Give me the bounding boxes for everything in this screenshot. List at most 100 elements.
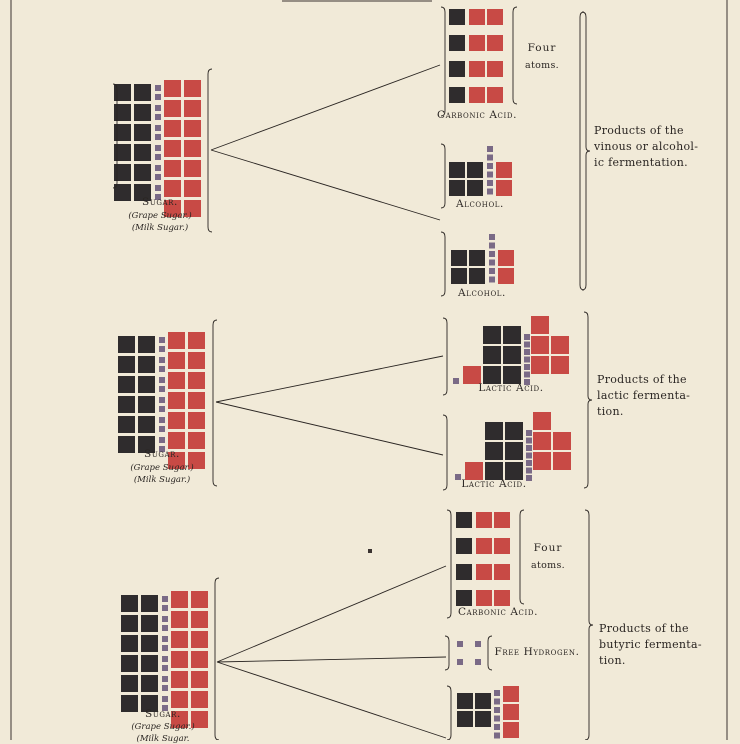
- carbon-atom: [138, 356, 155, 373]
- oxygen-atom: [553, 432, 571, 450]
- hydrogen-atom: [526, 460, 532, 466]
- oxygen-atom: [164, 140, 181, 157]
- hydrogen-atom: [159, 397, 165, 403]
- bracket-right: [207, 68, 213, 233]
- hydrogen-atom: [155, 145, 161, 151]
- carbon-atom: [141, 695, 158, 712]
- carbon-atom: [118, 396, 135, 413]
- oxygen-atom: [188, 392, 205, 409]
- hydrogen-atom: [453, 378, 459, 384]
- oxygen-atom: [469, 61, 485, 77]
- carbon-atom: [114, 184, 131, 201]
- oxygen-atom: [191, 611, 208, 628]
- carbon-atom: [118, 356, 135, 373]
- oxygen-atom: [476, 590, 492, 606]
- bracket-right: [579, 11, 585, 291]
- hydrogen-atom: [487, 146, 493, 152]
- note-line: ic fermentation.: [594, 156, 688, 169]
- carbon-atom: [141, 675, 158, 692]
- oxygen-atom: [164, 160, 181, 177]
- oxygen-atom: [171, 651, 188, 668]
- hydrogen-atom: [526, 430, 532, 436]
- hydrogen-atom: [155, 194, 161, 200]
- hydrogen-atom: [159, 426, 165, 432]
- hydrogen-atom: [494, 732, 500, 739]
- carbon-atom: [505, 462, 523, 480]
- reaction-line: [215, 401, 444, 456]
- hydrogen-atom: [489, 268, 495, 274]
- hydrogen-atom: [487, 163, 493, 169]
- oxygen-atom: [191, 691, 208, 708]
- hydrogen-atom: [155, 165, 161, 171]
- carbon-atom: [121, 595, 138, 612]
- hydrogen-atom: [526, 445, 532, 451]
- hydrogen-atom: [162, 685, 168, 691]
- hydrogen-atom: [155, 125, 161, 131]
- note-line: Products of the: [599, 622, 689, 635]
- carbon-atom: [451, 250, 467, 266]
- hydrogen-atom: [159, 357, 165, 363]
- carbon-atom: [449, 162, 465, 178]
- carbon-atom: [134, 184, 151, 201]
- oxygen-atom: [168, 452, 185, 469]
- reaction-line: [216, 656, 447, 663]
- carbon-atom: [121, 615, 138, 632]
- hydrogen-atom: [162, 616, 168, 622]
- oxygen-atom: [503, 722, 519, 738]
- carbon-atom: [503, 366, 521, 384]
- hydrogen-atom: [159, 337, 165, 343]
- carbon-atom: [138, 376, 155, 393]
- oxygen-atom: [191, 651, 208, 668]
- note-line: Products of the: [594, 124, 684, 137]
- carbon-atom: [134, 164, 151, 181]
- carbon-atom: [475, 693, 491, 709]
- carbon-atom: [505, 442, 523, 460]
- bracket-left: [444, 635, 450, 671]
- carbon-atom: [456, 512, 472, 528]
- oxygen-atom: [164, 80, 181, 97]
- sugar-sub-grape: (Grape Sugar.): [130, 463, 194, 473]
- carbon-atom: [141, 615, 158, 632]
- oxygen-atom: [168, 412, 185, 429]
- hydrogen-atom: [159, 366, 165, 372]
- bracket-right: [214, 577, 220, 740]
- oxygen-atom: [188, 452, 205, 469]
- hydrogen-atom: [489, 234, 495, 240]
- carbon-atom: [141, 655, 158, 672]
- hydrogen-atom: [524, 379, 530, 385]
- bracket-left: [446, 685, 452, 740]
- curly-bracket: [584, 509, 594, 740]
- hydrogen-atom: [159, 406, 165, 412]
- oxygen-atom: [503, 704, 519, 720]
- carbon-atom: [485, 422, 503, 440]
- hydrogen-atom: [162, 656, 168, 662]
- hydrogen-atom: [487, 171, 493, 178]
- hydrogen-atom: [162, 625, 168, 631]
- carbon-atom: [138, 396, 155, 413]
- carbon-atom: [457, 693, 473, 709]
- sugar-sub-milk: (Milk Sugar.: [136, 734, 190, 744]
- carbon-atom: [121, 675, 138, 692]
- hydrogen-atom: [524, 349, 530, 355]
- oxygen-atom: [188, 412, 205, 429]
- hydrogen-atom: [162, 596, 168, 602]
- carbon-atom: [134, 84, 151, 101]
- carbon-atom: [121, 695, 138, 712]
- oxygen-atom: [469, 35, 485, 51]
- oxygen-atom: [476, 512, 492, 528]
- oxygen-atom: [184, 180, 201, 197]
- hydrogen-atom: [159, 386, 165, 392]
- oxygen-atom: [168, 432, 185, 449]
- note-line: tion.: [599, 654, 626, 667]
- oxygen-atom: [171, 691, 188, 708]
- hydrogen-atom: [494, 724, 500, 730]
- sugar-label: Sugar.: [144, 448, 180, 460]
- carbon-atom: [138, 436, 155, 453]
- product-label-carbonic-acid: Carbonic Acid.: [457, 606, 539, 618]
- hydrogen-atom: [159, 417, 165, 423]
- carbon-atom: [449, 35, 465, 51]
- sugar-label: Sugar.: [142, 196, 178, 208]
- carbon-atom: [467, 180, 483, 196]
- oxygen-atom: [463, 366, 481, 384]
- carbon-atom: [118, 376, 135, 393]
